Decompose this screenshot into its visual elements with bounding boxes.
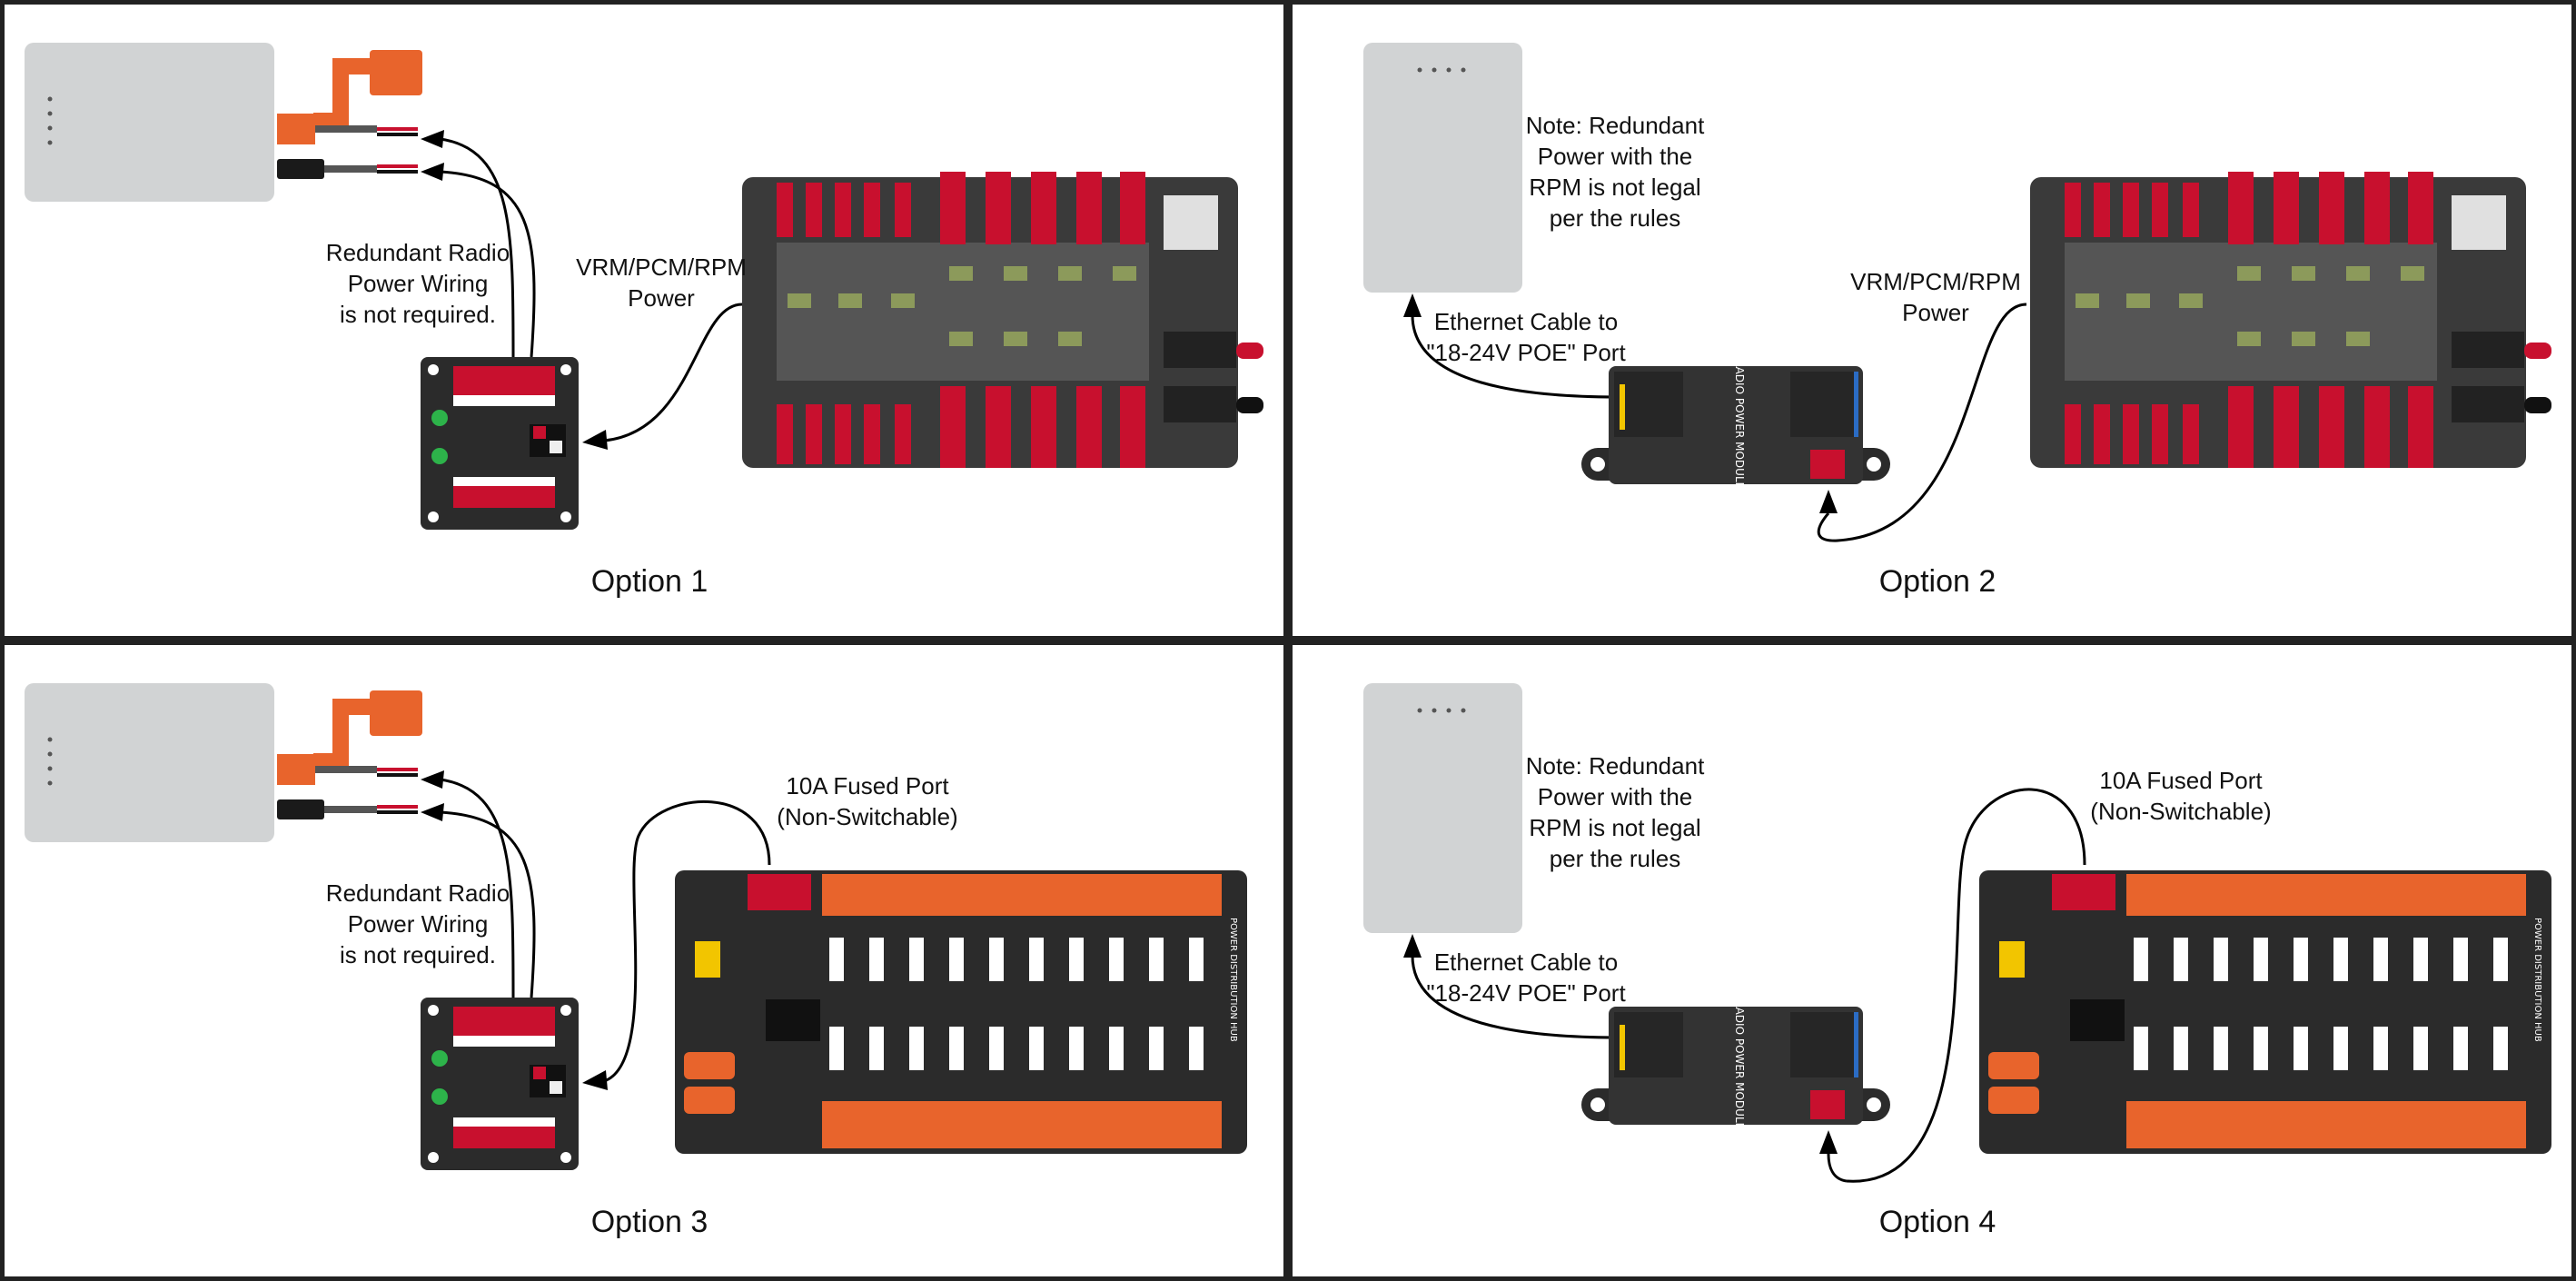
vrm-icon	[421, 998, 579, 1170]
panel-option-1: Redundant Radio Power Wiring is not requ…	[0, 0, 1288, 640]
arrow-icon	[421, 130, 444, 148]
panel-caption: Option 4	[1878, 1205, 1996, 1239]
rpm-label: RADIO POWER MODULE	[1733, 1000, 1746, 1129]
arrow-icon	[421, 163, 444, 181]
arrow-icon	[421, 770, 444, 789]
arrow-icon	[1819, 1130, 1838, 1154]
rpm-icon	[1581, 1007, 1890, 1125]
pdh-label: POWER DISTRIBUTION HUB	[1228, 918, 1238, 1042]
power-label: VRM/PCM/RPM Power	[576, 253, 747, 312]
power-connector-icon	[277, 690, 422, 819]
fused-port-label: 10A Fused Port (Non-Switchable)	[777, 772, 958, 830]
pdp-icon	[742, 172, 1263, 468]
ethernet-cable-label: Ethernet Cable to "18-24V POE" Port	[1426, 308, 1626, 366]
arrow-icon	[582, 1070, 608, 1090]
redundant-wiring-note: Redundant Radio Power Wiring is not requ…	[325, 239, 510, 328]
fused-port-label: 10A Fused Port (Non-Switchable)	[2090, 767, 2272, 825]
option-1-diagram	[25, 43, 1263, 530]
rpm-label: RADIO POWER MODULE	[1733, 360, 1746, 489]
panel-option-2: RADIO POWER MODULE	[1288, 0, 2576, 640]
arrow-icon	[1403, 934, 1422, 958]
rpm-icon	[1581, 366, 1890, 484]
power-connector-icon	[277, 50, 422, 179]
radio-icon	[1363, 43, 1522, 293]
pdh-icon	[1979, 870, 2551, 1154]
panel-option-3: POWER DISTRIBUTION HUB Redundant Radio P…	[0, 640, 1288, 1281]
panel-caption: Option 2	[1878, 564, 1996, 599]
vrm-icon	[421, 357, 579, 530]
option-4-diagram: RADIO POWER MODULE	[1363, 683, 2551, 1183]
option-3-diagram: POWER DISTRIBUTION HUB	[25, 683, 1247, 1170]
power-label: VRM/PCM/RPM Power	[1850, 268, 2021, 326]
panel-caption: Option 1	[590, 564, 708, 599]
panel-caption: Option 3	[590, 1205, 708, 1239]
arrow-icon	[1819, 490, 1838, 513]
ethernet-cable-label: Ethernet Cable to "18-24V POE" Port	[1426, 948, 1626, 1007]
radio-icon	[1363, 683, 1522, 933]
radio-icon	[25, 683, 274, 842]
arrow-icon	[421, 803, 444, 821]
pdh-icon	[675, 870, 1247, 1154]
redundant-wiring-note: Redundant Radio Power Wiring is not requ…	[325, 879, 510, 968]
arrow-icon	[1403, 293, 1422, 317]
redundant-power-rules-note: Note: Redundant Power with the RPM is no…	[1525, 752, 1705, 872]
panel-option-4: RADIO POWER MODULE	[1288, 640, 2576, 1281]
option-2-diagram: RADIO POWER MODULE	[1363, 43, 2551, 542]
redundant-power-rules-note: Note: Redundant Power with the RPM is no…	[1525, 112, 1705, 232]
pdp-icon	[2030, 172, 2551, 468]
radio-icon	[25, 43, 274, 202]
arrow-icon	[582, 430, 608, 450]
pdh-label: POWER DISTRIBUTION HUB	[2532, 918, 2542, 1042]
